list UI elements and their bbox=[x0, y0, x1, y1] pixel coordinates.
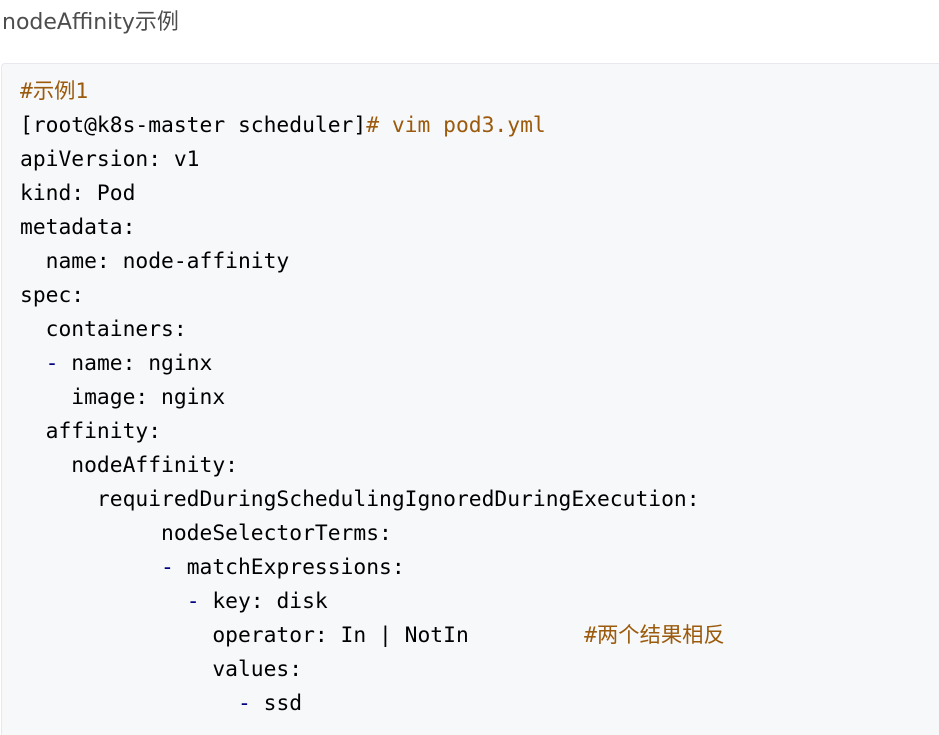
code-text: nodeSelectorTerms: bbox=[20, 521, 392, 546]
code-list-dash: - bbox=[237, 691, 251, 716]
code-text: requiredDuringSchedulingIgnoredDuringExe… bbox=[20, 487, 700, 512]
code-line: - name: nginx bbox=[20, 347, 725, 381]
code-text: name: nginx bbox=[58, 351, 213, 376]
code-line: - matchExpressions: bbox=[20, 551, 725, 585]
code-block bbox=[1, 63, 939, 735]
code-line: - key: disk bbox=[20, 585, 725, 619]
code-line: - ssd bbox=[20, 687, 725, 721]
code-text bbox=[20, 555, 161, 580]
code-text: key: disk bbox=[199, 589, 328, 614]
code-line: metadata: bbox=[20, 211, 725, 245]
code-text: image: nginx bbox=[20, 385, 226, 410]
code-list-dash: - bbox=[45, 351, 59, 376]
code-line: operator: In | NotIn #两个结果相反 bbox=[20, 619, 725, 653]
code-comment: # vim pod3.yml bbox=[366, 113, 546, 138]
code-line: name: node-affinity bbox=[20, 245, 725, 279]
code-line: nodeSelectorTerms: bbox=[20, 517, 725, 551]
code-text: matchExpressions: bbox=[173, 555, 405, 580]
code-text: containers: bbox=[20, 317, 187, 342]
code-text: affinity: bbox=[20, 419, 162, 444]
code-line: affinity: bbox=[20, 415, 725, 449]
code-comment: #两个结果相反 bbox=[584, 623, 725, 648]
code-comment: #示例1 bbox=[20, 79, 89, 104]
code-text: values: bbox=[20, 657, 303, 682]
code-content: #示例1 [root@k8s-master scheduler]# vim pod… bbox=[20, 75, 725, 721]
code-text: [root@k8s-master scheduler] bbox=[20, 113, 367, 138]
code-line: kind: Pod bbox=[20, 177, 725, 211]
code-text: operator: In | NotIn bbox=[20, 623, 585, 648]
section-heading: nodeAffinity示例 bbox=[2, 10, 179, 35]
code-text bbox=[20, 589, 187, 614]
code-list-dash: - bbox=[186, 589, 200, 614]
code-line: values: bbox=[20, 653, 725, 687]
code-list-dash: - bbox=[161, 555, 174, 580]
code-text: metadata: bbox=[20, 215, 136, 240]
code-text: spec: bbox=[20, 283, 85, 308]
code-line: image: nginx bbox=[20, 381, 725, 415]
code-text: kind: Pod bbox=[20, 181, 136, 206]
code-line: containers: bbox=[20, 313, 725, 347]
code-text: apiVersion: v1 bbox=[20, 147, 200, 172]
code-line: apiVersion: v1 bbox=[20, 143, 725, 177]
code-line: nodeAffinity: bbox=[20, 449, 725, 483]
code-text: nodeAffinity: bbox=[20, 453, 238, 478]
code-text bbox=[20, 691, 238, 716]
code-line: spec: bbox=[20, 279, 725, 313]
code-text: ssd bbox=[250, 691, 303, 716]
code-text: name: node-affinity bbox=[20, 249, 290, 274]
code-line: [root@k8s-master scheduler]# vim pod3.ym… bbox=[20, 109, 725, 143]
code-text bbox=[20, 351, 46, 376]
code-line: #示例1 bbox=[20, 75, 725, 109]
code-line: requiredDuringSchedulingIgnoredDuringExe… bbox=[20, 483, 725, 517]
